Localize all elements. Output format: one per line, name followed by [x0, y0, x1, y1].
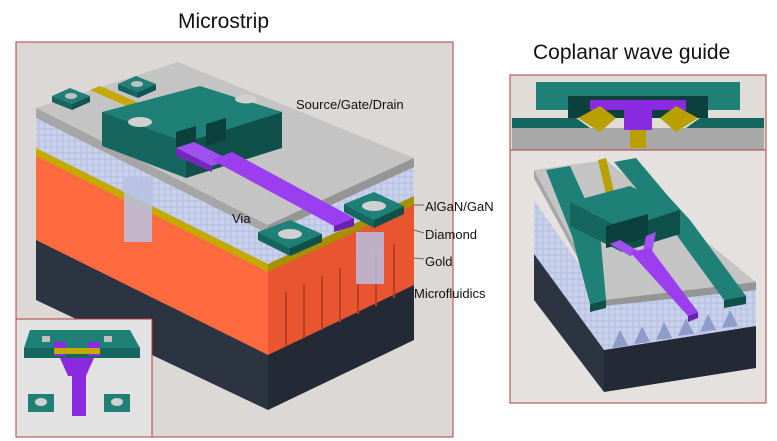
label-source-gate-drain: Source/Gate/Drain	[296, 97, 404, 112]
microstrip-diagram	[15, 41, 454, 438]
coplanar-diagram	[509, 74, 767, 404]
microfluidics-left-face	[36, 152, 268, 355]
cpw-channels	[612, 310, 738, 348]
pad-top-left-1	[52, 88, 90, 110]
coplanar-title: Coplanar wave guide	[533, 41, 731, 64]
label-algan-gan: AlGaN/GaN	[425, 199, 494, 214]
label-via: Via	[232, 211, 251, 226]
gate-transmission-line	[176, 142, 354, 232]
label-gold: Gold	[425, 254, 453, 269]
via-pad-right	[344, 192, 404, 228]
pad-top-left-2	[118, 76, 156, 98]
microstrip-title: Microstrip	[178, 10, 270, 33]
label-microfluidics: Microfluidics	[414, 286, 486, 301]
microfluidic-channels	[285, 244, 395, 346]
algan-front-face	[268, 158, 414, 234]
via-cylinders	[124, 178, 384, 284]
label-diamond: Diamond	[425, 227, 478, 242]
microstrip-inset-topview	[15, 318, 153, 438]
label-leaders	[413, 204, 425, 260]
algan-left-face	[36, 108, 268, 234]
via-pad-left	[258, 220, 322, 256]
